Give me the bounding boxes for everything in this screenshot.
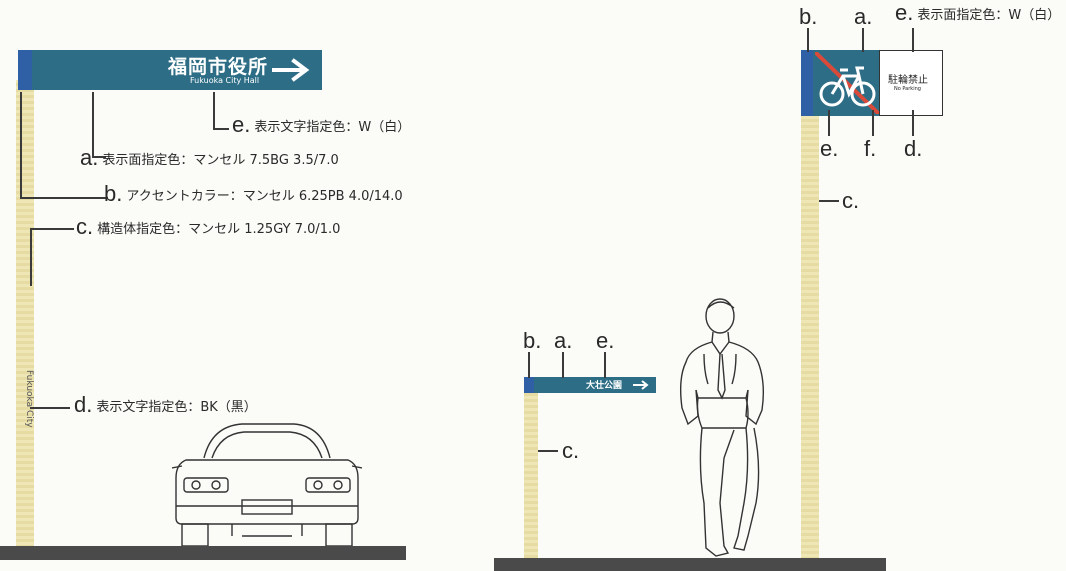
ground-left [0,546,406,560]
right-sign-board [801,50,879,116]
left-pole-text: Fukuoka City [24,370,34,428]
right-sign-panel: 駐輪禁止 No Parking [879,50,943,116]
right-tag-d: d. [904,136,923,161]
right-leader-f [872,110,874,136]
leader-d-horizontal [30,407,70,409]
leader-e-horizontal [213,128,229,130]
right-pole [801,116,819,560]
leader-e-vertical [213,92,215,128]
right-panel-subtext: No Parking [894,86,921,92]
right-leader-etop [912,28,914,52]
right-tag-a: a. [854,4,873,29]
arrow-right-icon [272,58,310,82]
middle-leader-c [538,450,558,452]
right-sign-accent [801,50,813,116]
label-a-left: a.表示面指定色：マンセル 7.5BG 3.5/7.0 [80,145,339,170]
left-sign-subtitle: Fukuoka City Hall [190,76,260,85]
left-sign-accent [18,50,32,90]
ground-right [494,558,886,571]
middle-leader-e [604,352,606,378]
right-tag-c: c. [842,188,860,213]
leader-c-vertical [30,228,32,286]
right-leader-e [828,110,830,136]
bicycle-icon [815,52,879,114]
left-sign-board: 福岡市役所 Fukuoka City Hall [18,50,322,90]
right-tag-e: e. [820,136,839,161]
right-tag-f: f. [864,136,877,161]
label-e-left: e.表示文字指定色：W（白） [232,112,411,137]
right-leader-a [862,28,864,52]
right-leader-d [912,110,914,136]
leader-b-horizontal [20,197,108,199]
leader-a-vertical [92,92,94,156]
middle-tag-b: b. [523,328,542,353]
middle-sign-accent [524,377,534,393]
leader-c-horizontal [30,228,74,230]
middle-leader-a [562,352,564,378]
leader-a-horizontal [92,156,106,158]
leader-b-vertical [20,92,22,198]
arrow-right-icon [633,380,649,390]
car-illustration [172,423,362,547]
middle-tag-a: a. [554,328,573,353]
person-illustration [679,298,765,557]
label-c-left: c.構造体指定色：マンセル 1.25GY 7.0/1.0 [76,214,341,239]
left-pole [16,80,34,546]
right-panel-text: 駐輪禁止 [888,75,928,86]
right-leader-c [819,200,839,202]
middle-sign-board: 大壮公園 [524,377,656,393]
right-label-e-top: e.表示面指定色：W（白） [895,0,1061,25]
middle-leader-b [528,352,530,378]
label-d-left: d.表示文字指定色：BK（黒） [74,392,257,417]
right-tag-b: b. [799,4,818,29]
label-b-left: b.アクセントカラー：マンセル 6.25PB 4.0/14.0 [104,181,403,206]
left-sign-title: 福岡市役所 [168,56,269,78]
middle-tag-e: e. [596,328,615,353]
right-leader-b [807,28,809,52]
middle-sign-title: 大壮公園 [586,381,623,391]
middle-tag-c: c. [562,438,580,463]
middle-pole [524,390,538,558]
